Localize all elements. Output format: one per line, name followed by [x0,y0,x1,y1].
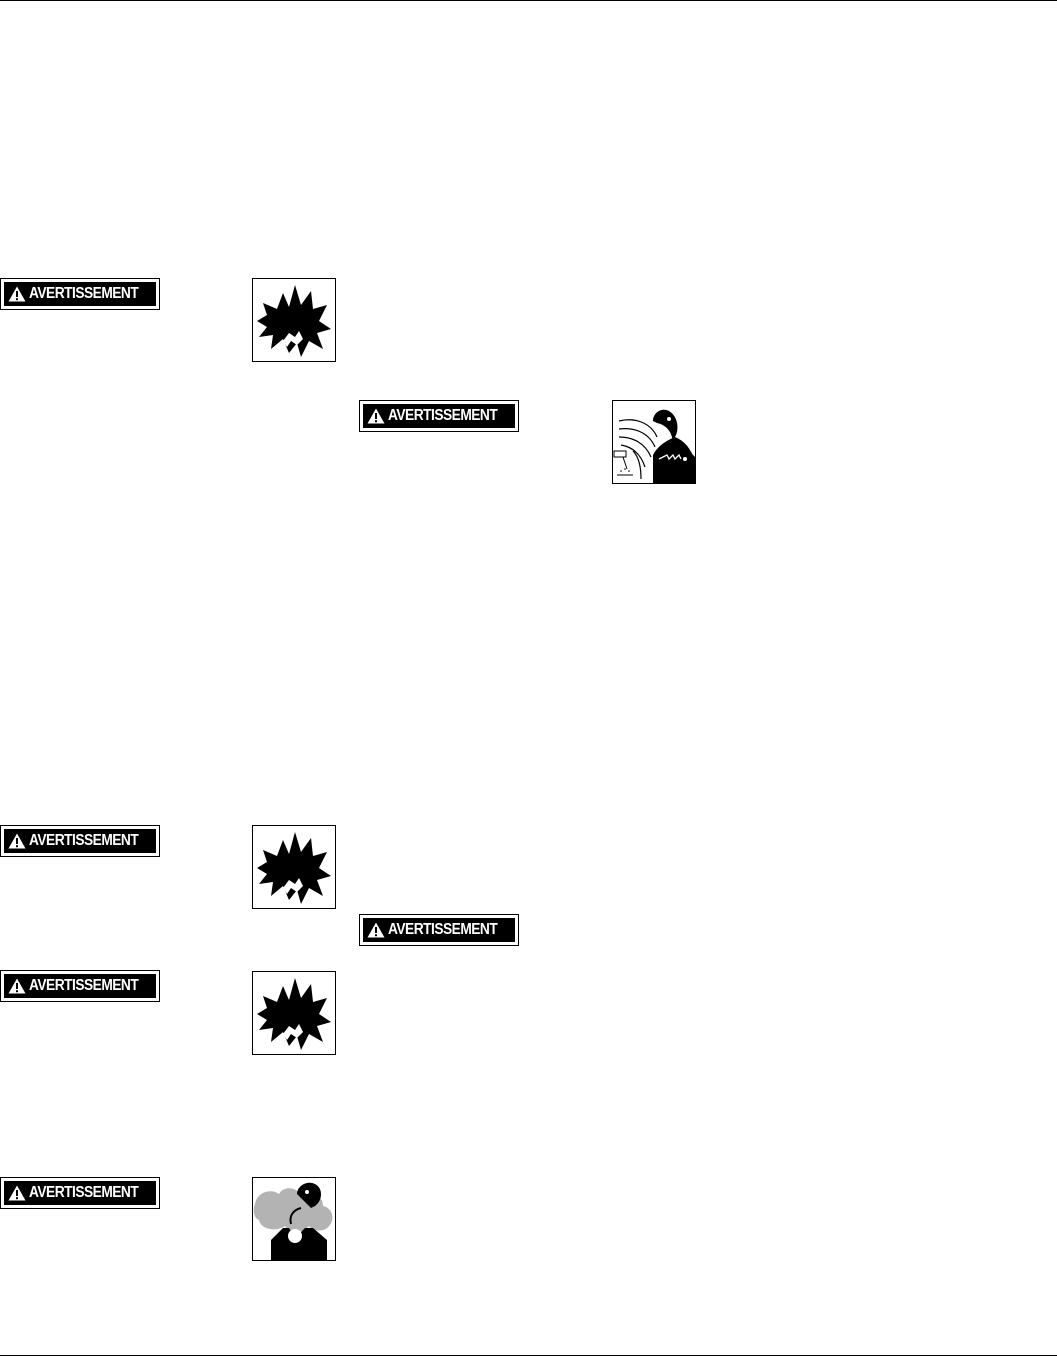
explosion-icon [257,832,331,904]
explosion-icon [257,285,331,357]
explosion-pictogram [252,971,336,1055]
warning-triangle-icon [8,1185,26,1201]
explosion-icon [257,978,331,1050]
fumes-icon [253,1182,333,1260]
warning-badge: AVERTISSEMENT [359,400,519,432]
explosion-pictogram [252,278,336,362]
arc-rays-pictogram [612,400,696,484]
warning-label: AVERTISSEMENT [388,407,498,424]
warning-label: AVERTISSEMENT [29,1184,139,1201]
warning-badge: AVERTISSEMENT [0,278,160,310]
bottom-rule [0,1355,1057,1356]
warning-triangle-icon [8,833,26,849]
warning-badge: AVERTISSEMENT [0,970,160,1002]
warning-triangle-icon [367,922,385,938]
explosion-pictogram [252,825,336,909]
warning-badge: AVERTISSEMENT [359,914,519,946]
warning-label: AVERTISSEMENT [29,977,139,994]
warning-triangle-icon [8,286,26,302]
warning-triangle-icon [8,978,26,994]
top-rule [0,0,1057,1]
warning-label: AVERTISSEMENT [388,921,498,938]
warning-label: AVERTISSEMENT [29,285,139,302]
warning-badge: AVERTISSEMENT [0,825,160,857]
arc-rays-icon [613,409,695,483]
warning-badge: AVERTISSEMENT [0,1177,160,1209]
warning-triangle-icon [367,408,385,424]
fumes-pictogram [252,1177,336,1261]
warning-label: AVERTISSEMENT [29,832,139,849]
